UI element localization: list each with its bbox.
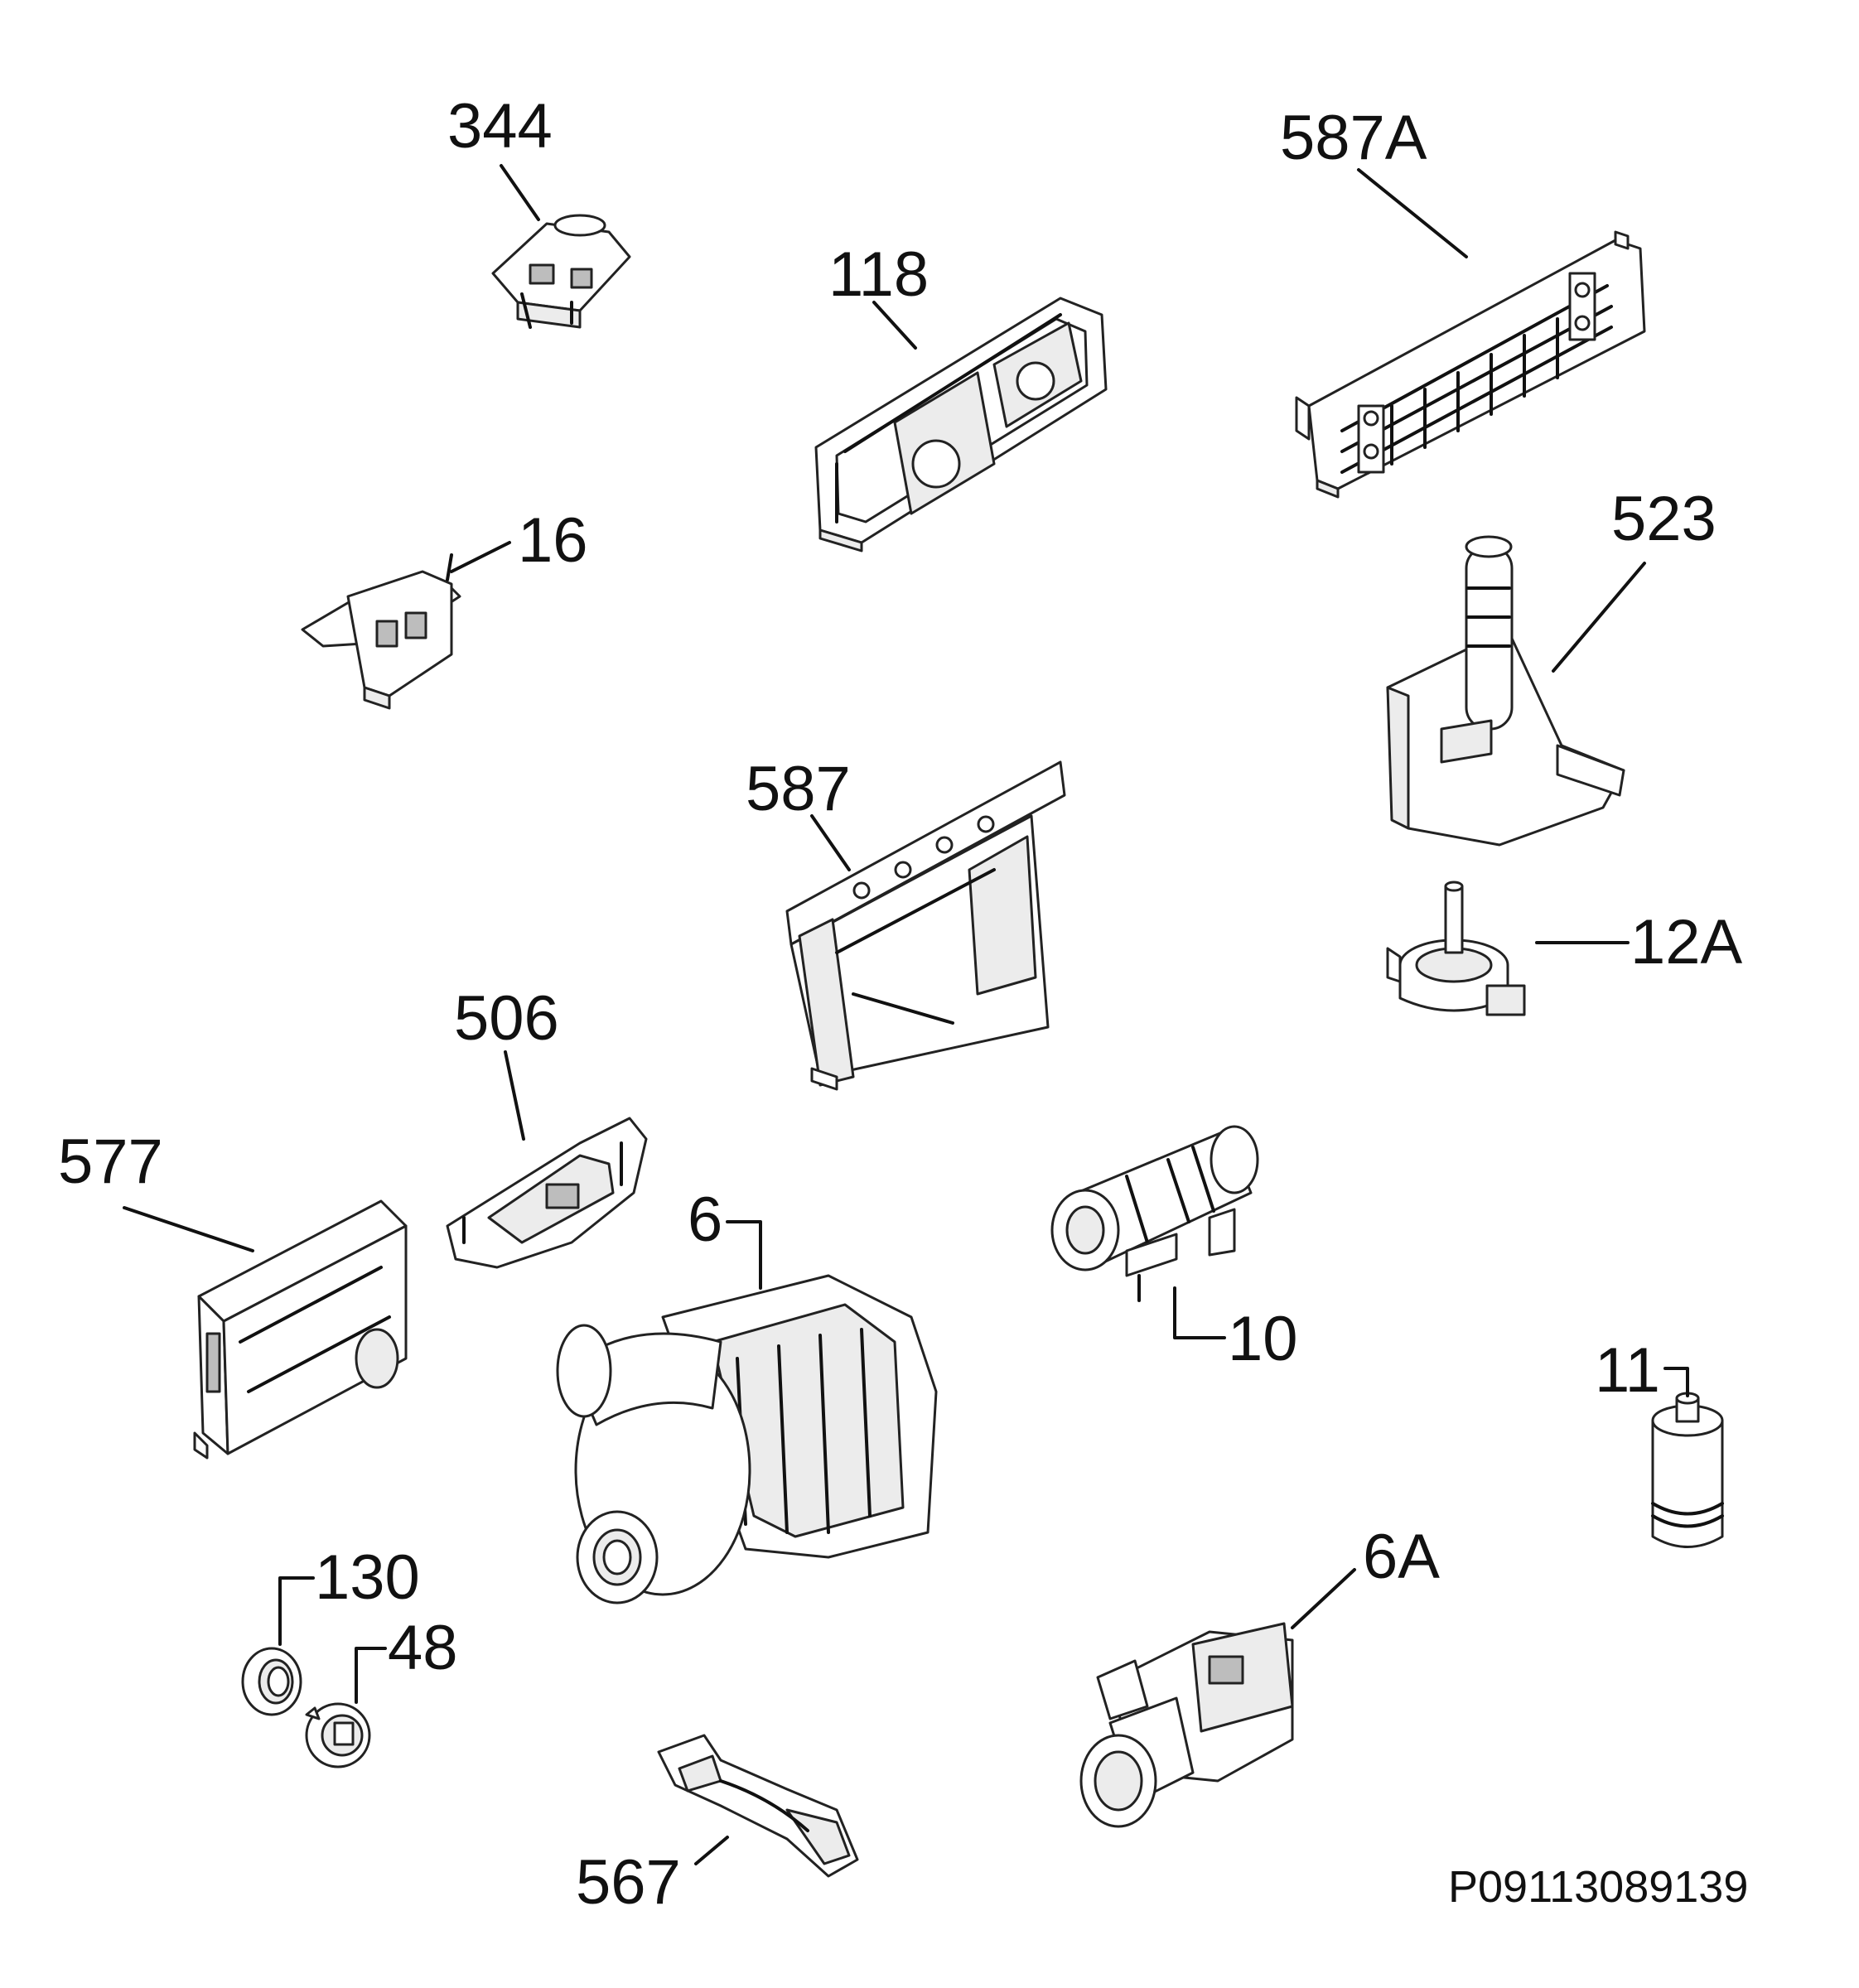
- leader-130: [278, 1576, 315, 1646]
- part-11-cylinder: [1651, 1392, 1724, 1548]
- label-16: 16: [518, 505, 588, 576]
- leader-587: [810, 814, 851, 871]
- label-506: 506: [454, 983, 559, 1054]
- label-587: 587: [746, 754, 851, 824]
- label-130: 130: [315, 1542, 420, 1613]
- label-48: 48: [388, 1613, 458, 1683]
- label-118: 118: [828, 239, 929, 310]
- part-6A-drain-pump: [1079, 1622, 1294, 1828]
- part-10-heater: [1050, 1125, 1259, 1302]
- leader-523: [1552, 562, 1646, 673]
- drawing-code: P09113089139: [1448, 1862, 1748, 1912]
- part-130-seal-ring: [241, 1647, 302, 1716]
- label-6A: 6A: [1363, 1522, 1440, 1592]
- leader-6A: [1291, 1568, 1356, 1629]
- part-506-cover: [446, 1117, 648, 1269]
- part-577-housing: [193, 1199, 408, 1460]
- part-567-clip: [657, 1734, 859, 1878]
- leader-6: [726, 1220, 762, 1290]
- leader-48: [355, 1647, 387, 1704]
- part-344-latch: [491, 214, 631, 329]
- part-6-pump-motor: [556, 1274, 938, 1604]
- label-577: 577: [58, 1127, 163, 1197]
- label-12A: 12A: [1630, 907, 1743, 977]
- part-587-frame-bracket: [785, 760, 1066, 1091]
- label-344: 344: [447, 91, 553, 162]
- part-523-sensor-unit: [1386, 535, 1625, 847]
- label-587A: 587A: [1280, 103, 1427, 173]
- part-48-plug: [305, 1702, 371, 1768]
- label-11: 11: [1595, 1335, 1660, 1406]
- leader-587A: [1357, 168, 1468, 258]
- leader-10: [1173, 1286, 1226, 1339]
- label-523: 523: [1611, 484, 1717, 554]
- part-16-door-switch: [301, 553, 461, 710]
- leader-577: [123, 1206, 254, 1252]
- part-118-control-module: [814, 297, 1108, 552]
- label-6: 6: [688, 1185, 722, 1255]
- leader-118: [872, 301, 917, 350]
- leader-567: [694, 1836, 729, 1865]
- part-587A-bracket: [1295, 230, 1646, 499]
- part-12A-pressure-switch: [1386, 881, 1526, 1016]
- label-567: 567: [576, 1847, 681, 1918]
- leader-11: [1663, 1367, 1689, 1397]
- label-10: 10: [1228, 1304, 1298, 1374]
- leader-344: [500, 164, 540, 221]
- leader-16: [450, 541, 511, 573]
- leader-506: [504, 1050, 525, 1141]
